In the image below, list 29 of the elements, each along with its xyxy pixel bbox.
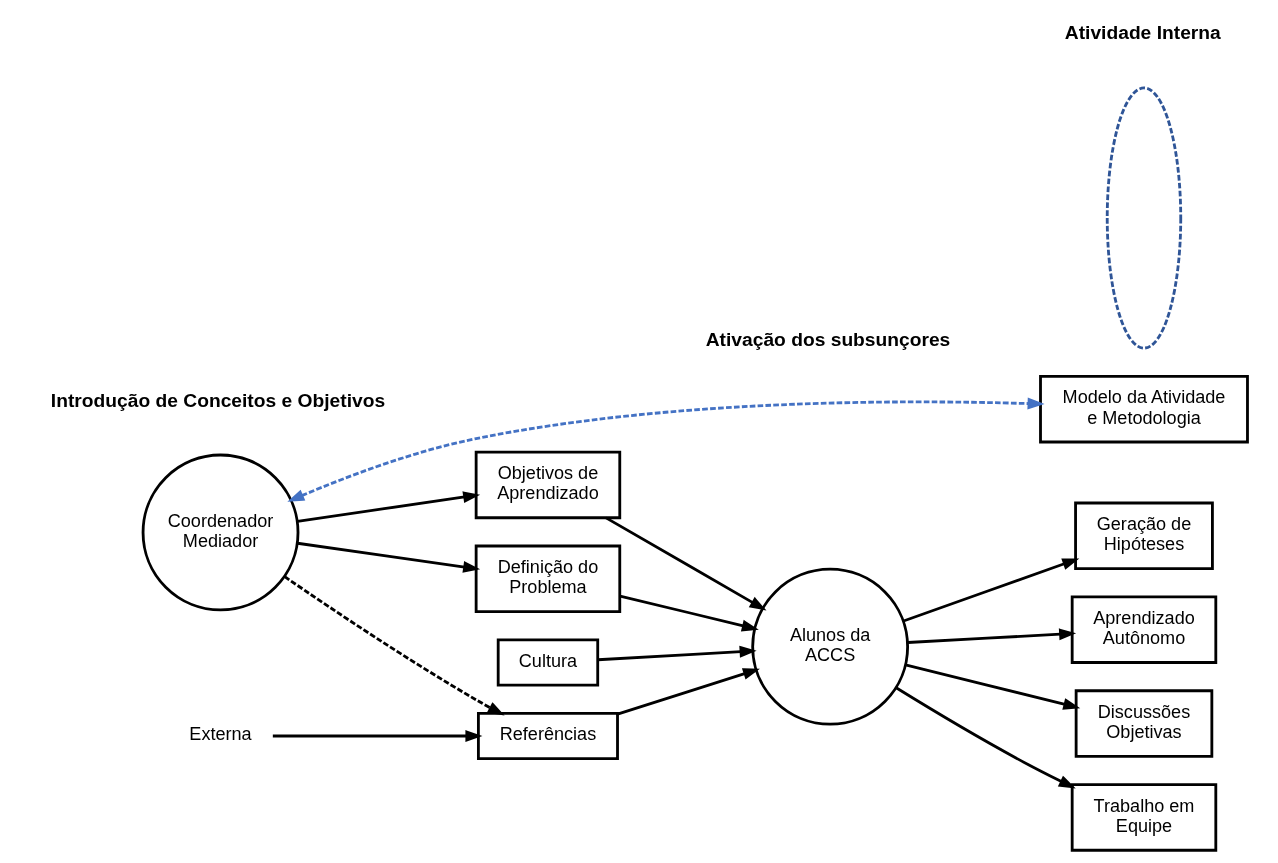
node-box: Aprendizado Autônomo	[1070, 595, 1218, 664]
node-box: Discussões Objetivas	[1074, 689, 1214, 758]
node-box: Definição do Problema	[474, 544, 622, 614]
node-box: Referências	[477, 712, 619, 761]
arrow	[903, 558, 1080, 623]
node-box: Geração de Hipóteses	[1074, 501, 1214, 571]
node-box: Trabalho em Equipe	[1070, 783, 1218, 852]
arrow	[619, 594, 759, 632]
arrow	[895, 686, 1076, 789]
label: Introdução de Conceitos e Objetivos	[50, 390, 386, 412]
node-box: Modelo da Atividade e Metodologia	[1039, 374, 1249, 444]
node-circle: Coordenador Mediador	[141, 453, 300, 612]
arrow	[617, 668, 760, 716]
arrow	[297, 491, 481, 523]
node-box: Cultura	[496, 638, 600, 687]
node-ellipse	[1105, 86, 1183, 350]
node-circle: Alunos da ACCS	[751, 567, 910, 726]
arrow	[905, 663, 1081, 710]
node-box: Objetivos de Aprendizado	[474, 450, 622, 520]
arrow	[907, 628, 1077, 644]
node-text: Externa	[189, 724, 252, 745]
arrow	[287, 397, 1045, 502]
label: Atividade Interna	[1064, 22, 1221, 44]
arrow	[283, 575, 505, 716]
arrow	[272, 730, 483, 742]
label: Ativação dos subsunçores	[705, 328, 951, 350]
arrow	[597, 645, 757, 662]
arrow	[605, 516, 767, 611]
arrow	[297, 541, 481, 573]
